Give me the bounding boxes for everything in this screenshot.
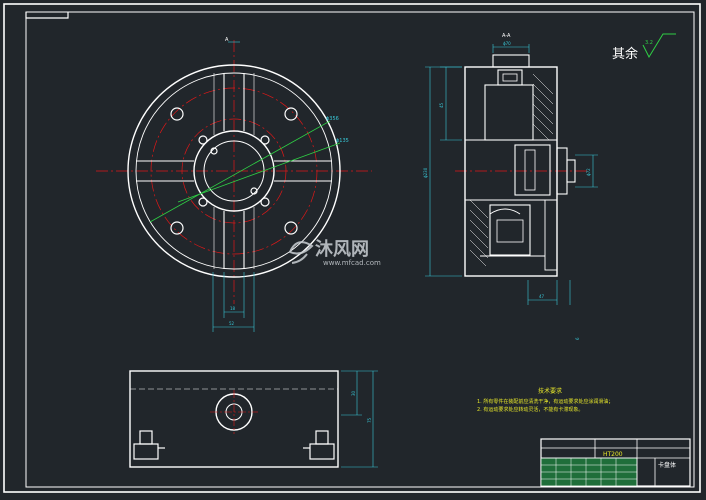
diameter-leaders (149, 120, 341, 223)
section-mark: A (225, 37, 229, 43)
watermark: 沐风网 www.mfcad.com (288, 238, 381, 267)
jaw-left (133, 430, 165, 460)
roughness-value: 3.2 (645, 40, 653, 46)
dim-slot-total: 52 (229, 321, 235, 326)
notes-title: 技术要求 (538, 387, 562, 395)
notes-line-1: 1. 所有零件在装配前应清洗干净，有运动要求处应涂润滑油； (477, 398, 613, 405)
roughness-note: 其余 (612, 46, 638, 62)
dim-bore: ϕ72 (586, 168, 591, 176)
outer-circle (127, 64, 341, 278)
jaw-right (303, 430, 335, 460)
dim-slot-width: 18 (230, 306, 236, 311)
dim-bolt-circle: ϕ356 (326, 116, 339, 122)
watermark-url: www.mfcad.com (323, 259, 381, 267)
title-block (540, 438, 691, 487)
section-view (425, 44, 598, 305)
outer-circle-inner (135, 72, 333, 270)
watermark-brand: 沐风网 (315, 238, 369, 260)
dim-inner-circle: ϕ135 (336, 138, 349, 144)
section-internals (465, 69, 576, 271)
section-view-title: A-A (502, 33, 511, 39)
dim-section-top: ϕ70 (503, 41, 511, 46)
watermark-logo-icon (288, 241, 314, 264)
section-body (464, 66, 558, 277)
dim-front-height: 30 (351, 390, 356, 396)
text-labels: A A-A 其余 3.2 ϕ356 ϕ135 18 52 ϕ70 45 ϕ230… (225, 33, 676, 469)
roughness-symbol (642, 33, 676, 59)
front-view (96, 40, 372, 332)
frame (3, 3, 701, 493)
bolt-holes (170, 107, 298, 235)
dim-front-total: 75 (367, 417, 372, 423)
notes-line-2: 2. 有运动要求处应转动灵活，不能有卡滞现象。 (477, 406, 583, 413)
titleblock-part-name: 卡盘体 (658, 461, 676, 469)
dim-base-left: 47 (539, 294, 545, 299)
dim-base-right: 6 (575, 337, 580, 340)
top-view-dimension-lines (341, 370, 378, 468)
dim-height-upper: 45 (439, 102, 444, 108)
section-dimension-lines (425, 44, 598, 305)
bore-circle-outer (193, 130, 275, 212)
top-view-body (129, 370, 339, 468)
titleblock-material: HT200 (603, 451, 623, 458)
section-hatching (469, 73, 554, 267)
front-centerlines (96, 40, 372, 304)
dim-overall-height: ϕ230 (423, 167, 428, 178)
top-view (129, 370, 378, 468)
t-slots (136, 73, 332, 269)
slot-dimension-lines (212, 41, 255, 332)
